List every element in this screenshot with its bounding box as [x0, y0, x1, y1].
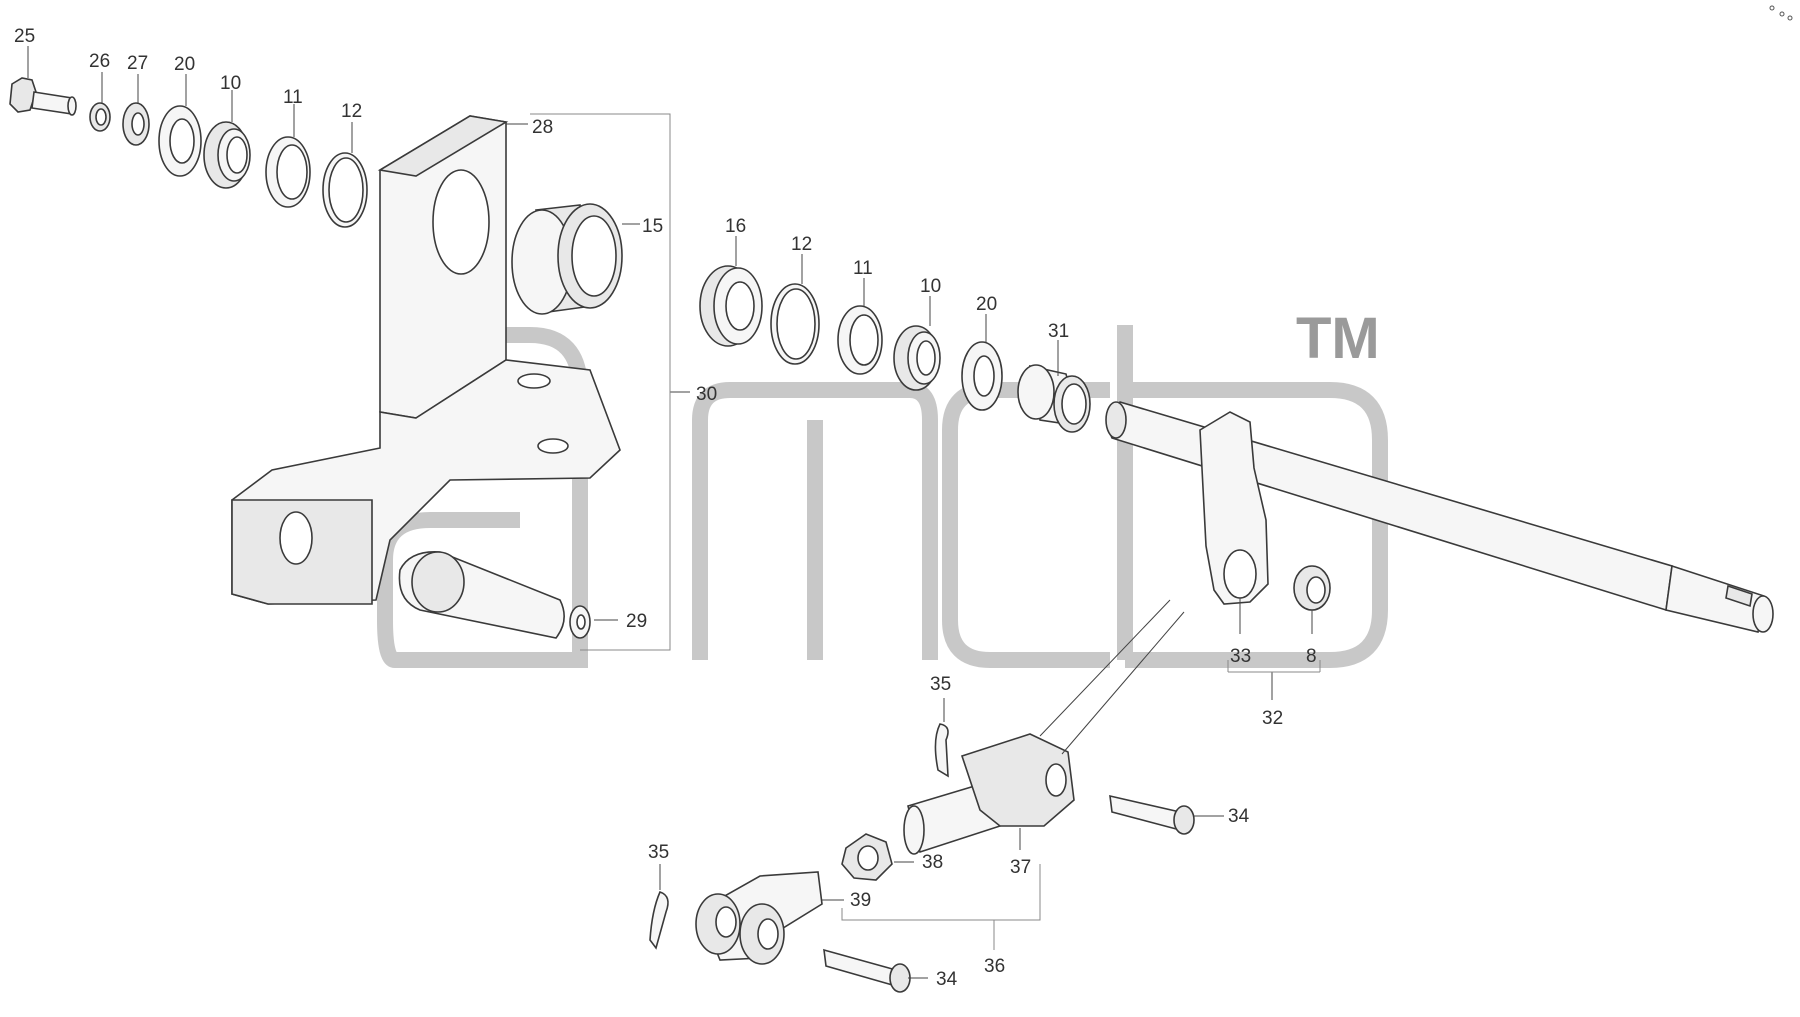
callout-12-top: 12 — [341, 101, 362, 122]
seal-10-mid — [893, 325, 941, 391]
ring-11-mid — [837, 305, 883, 375]
callout-16: 16 — [725, 216, 746, 237]
callout-29: 29 — [626, 611, 647, 632]
watermark-tm: TM — [1296, 306, 1380, 371]
callout-35-lower: 35 — [648, 842, 669, 863]
callout-11-mid: 11 — [853, 258, 873, 279]
sleeve-31 — [1017, 364, 1091, 433]
cotter-pin-35-lower — [649, 891, 669, 950]
nut-38 — [841, 833, 893, 881]
washer-27 — [122, 102, 150, 146]
ring-11-top — [265, 136, 311, 208]
callout-27: 27 — [127, 53, 148, 74]
callout-31: 31 — [1048, 321, 1069, 342]
oring-12-top — [322, 152, 368, 228]
seal-10-top — [203, 121, 251, 189]
callout-10-mid: 10 — [920, 276, 941, 297]
corner-mark-icon — [1769, 5, 1793, 21]
callout-36: 36 — [984, 956, 1005, 977]
callout-25: 25 — [14, 26, 35, 47]
pin-34-lower — [823, 948, 911, 993]
nut-8 — [1293, 565, 1331, 611]
mounting-bracket-30 — [231, 115, 621, 605]
callout-20-top: 20 — [174, 54, 195, 75]
pin-29 — [398, 551, 591, 639]
callout-32: 32 — [1262, 708, 1283, 729]
washer-20-mid — [961, 341, 1003, 411]
shaft-assembly — [1105, 401, 1774, 633]
callout-8: 8 — [1306, 646, 1317, 667]
washer-20-top — [158, 105, 202, 177]
clevis-37 — [903, 599, 1185, 855]
callout-30: 30 — [696, 384, 717, 405]
washer-26 — [89, 102, 111, 132]
callout-35-upper: 35 — [930, 674, 951, 695]
bearing-16 — [699, 265, 763, 347]
callout-26: 26 — [89, 51, 110, 72]
callout-34-lower: 34 — [936, 969, 958, 990]
callout-labels: 25 26 27 20 10 11 12 28 15 16 12 11 10 2… — [14, 26, 1317, 990]
clevis-39 — [695, 871, 823, 965]
leader-lines — [27, 46, 1321, 979]
bushing-15 — [511, 203, 623, 315]
callout-15: 15 — [642, 216, 663, 237]
callout-34-upper: 34 — [1228, 806, 1250, 827]
callout-39: 39 — [850, 890, 871, 911]
oring-12-mid — [770, 283, 820, 365]
callout-11-top: 11 — [283, 87, 303, 108]
cotter-pin-35-upper — [934, 723, 949, 778]
callout-20-mid: 20 — [976, 294, 997, 315]
callout-37: 37 — [1010, 857, 1031, 878]
callout-38: 38 — [922, 852, 943, 873]
callout-28: 28 — [532, 117, 553, 138]
callout-12-mid: 12 — [791, 234, 812, 255]
callout-33: 33 — [1230, 646, 1251, 667]
pin-34-upper — [1109, 794, 1195, 835]
callout-10-top: 10 — [220, 73, 241, 94]
bolt-25 — [9, 77, 77, 116]
